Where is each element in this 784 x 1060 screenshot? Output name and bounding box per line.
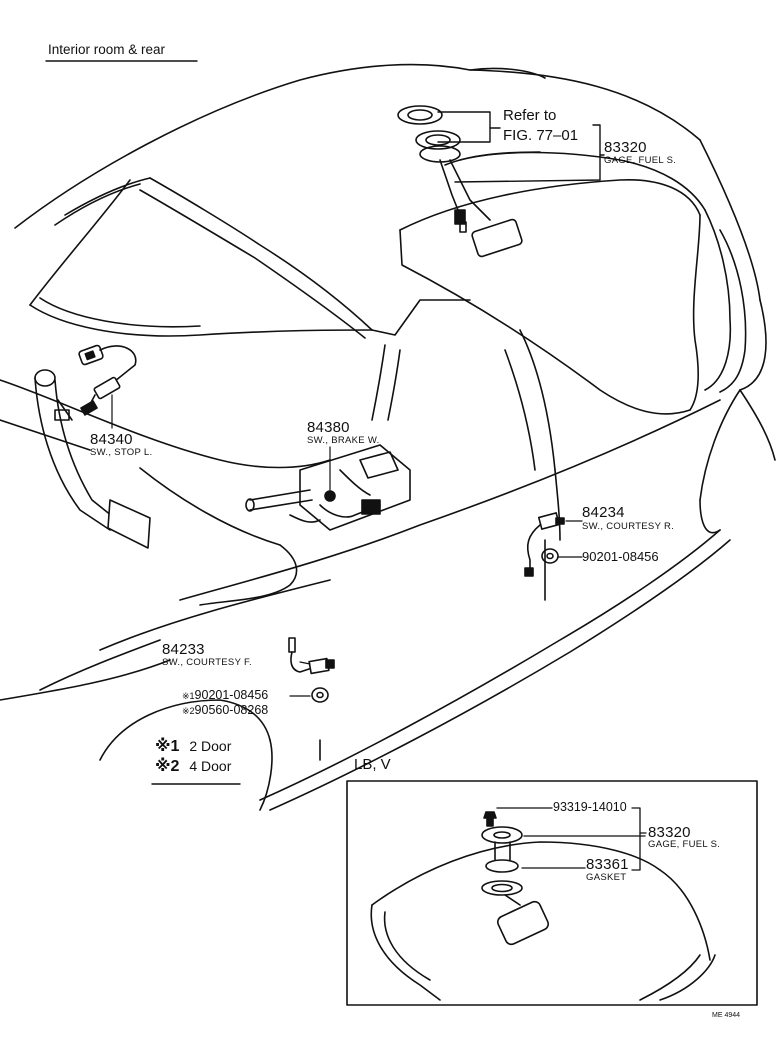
washer-r-number: 90201-08456 xyxy=(582,549,659,564)
gage-top-name: GAGE, FUEL S. xyxy=(604,155,677,166)
legend-text-2: 4 Door xyxy=(189,758,232,774)
fuel-tank xyxy=(399,151,747,415)
stop-switch-name: SW., STOP L. xyxy=(90,447,153,458)
brake-pedal xyxy=(34,369,151,549)
inset-gage-parts xyxy=(481,811,550,946)
gage-top-number: 83320 xyxy=(604,139,647,156)
legend-row-2: ※2 4 Door xyxy=(155,759,231,775)
legend-row-1: ※1 2 Door xyxy=(155,739,231,755)
brake-switch-name: SW., BRAKE W. xyxy=(307,435,380,446)
inset-tank xyxy=(370,841,716,1001)
inset-gasket-number: 83361 xyxy=(586,856,629,873)
courtesy-r-number: 84234 xyxy=(582,504,625,521)
inset-leaders xyxy=(496,807,647,871)
page-title: Interior room & rear xyxy=(48,42,166,57)
refer-bracket xyxy=(437,111,501,143)
inset-gasket-name: GASKET xyxy=(586,872,627,883)
washer-f1-number: 90201-08456 xyxy=(194,688,269,702)
inset-screw-number: 93319-14010 xyxy=(553,800,627,814)
courtesy-switch-front xyxy=(288,637,335,703)
legend-mark-2: ※2 xyxy=(155,758,180,775)
figure-code: ME 4944 xyxy=(712,1012,741,1019)
stop-switch-number: 84340 xyxy=(90,431,133,448)
legend-text-1: 2 Door xyxy=(189,738,232,754)
gage-top-bracket xyxy=(454,124,605,183)
inset-gage-number: 83320 xyxy=(648,824,691,841)
courtesy-switch-rear xyxy=(524,512,583,577)
courtesy-f-number: 84233 xyxy=(162,641,205,658)
brake-switch-number: 84380 xyxy=(307,419,350,436)
legend-mark-1: ※1 xyxy=(155,738,180,755)
stop-light-switch xyxy=(78,344,137,429)
brake-warning-switch xyxy=(245,444,411,531)
inset-title: LB, V xyxy=(354,756,391,773)
washer-f1-mark: ※1 xyxy=(182,691,195,701)
refer-figure: FIG. 77–01 xyxy=(503,127,579,144)
washer-f2: ※290560-08268 xyxy=(182,704,268,717)
inset-frame xyxy=(346,780,758,1006)
fuel-gage-assembly-top xyxy=(397,105,523,258)
washer-f2-number: 90560-08268 xyxy=(194,703,269,717)
courtesy-r-name: SW., COURTESY R. xyxy=(582,521,675,532)
inset-gage-name: GAGE, FUEL S. xyxy=(648,839,721,850)
washer-f1: ※190201-08456 xyxy=(182,689,268,702)
courtesy-f-name: SW., COURTESY F. xyxy=(162,657,252,668)
washer-f2-mark: ※2 xyxy=(182,706,195,716)
refer-label: Refer to xyxy=(503,107,557,124)
